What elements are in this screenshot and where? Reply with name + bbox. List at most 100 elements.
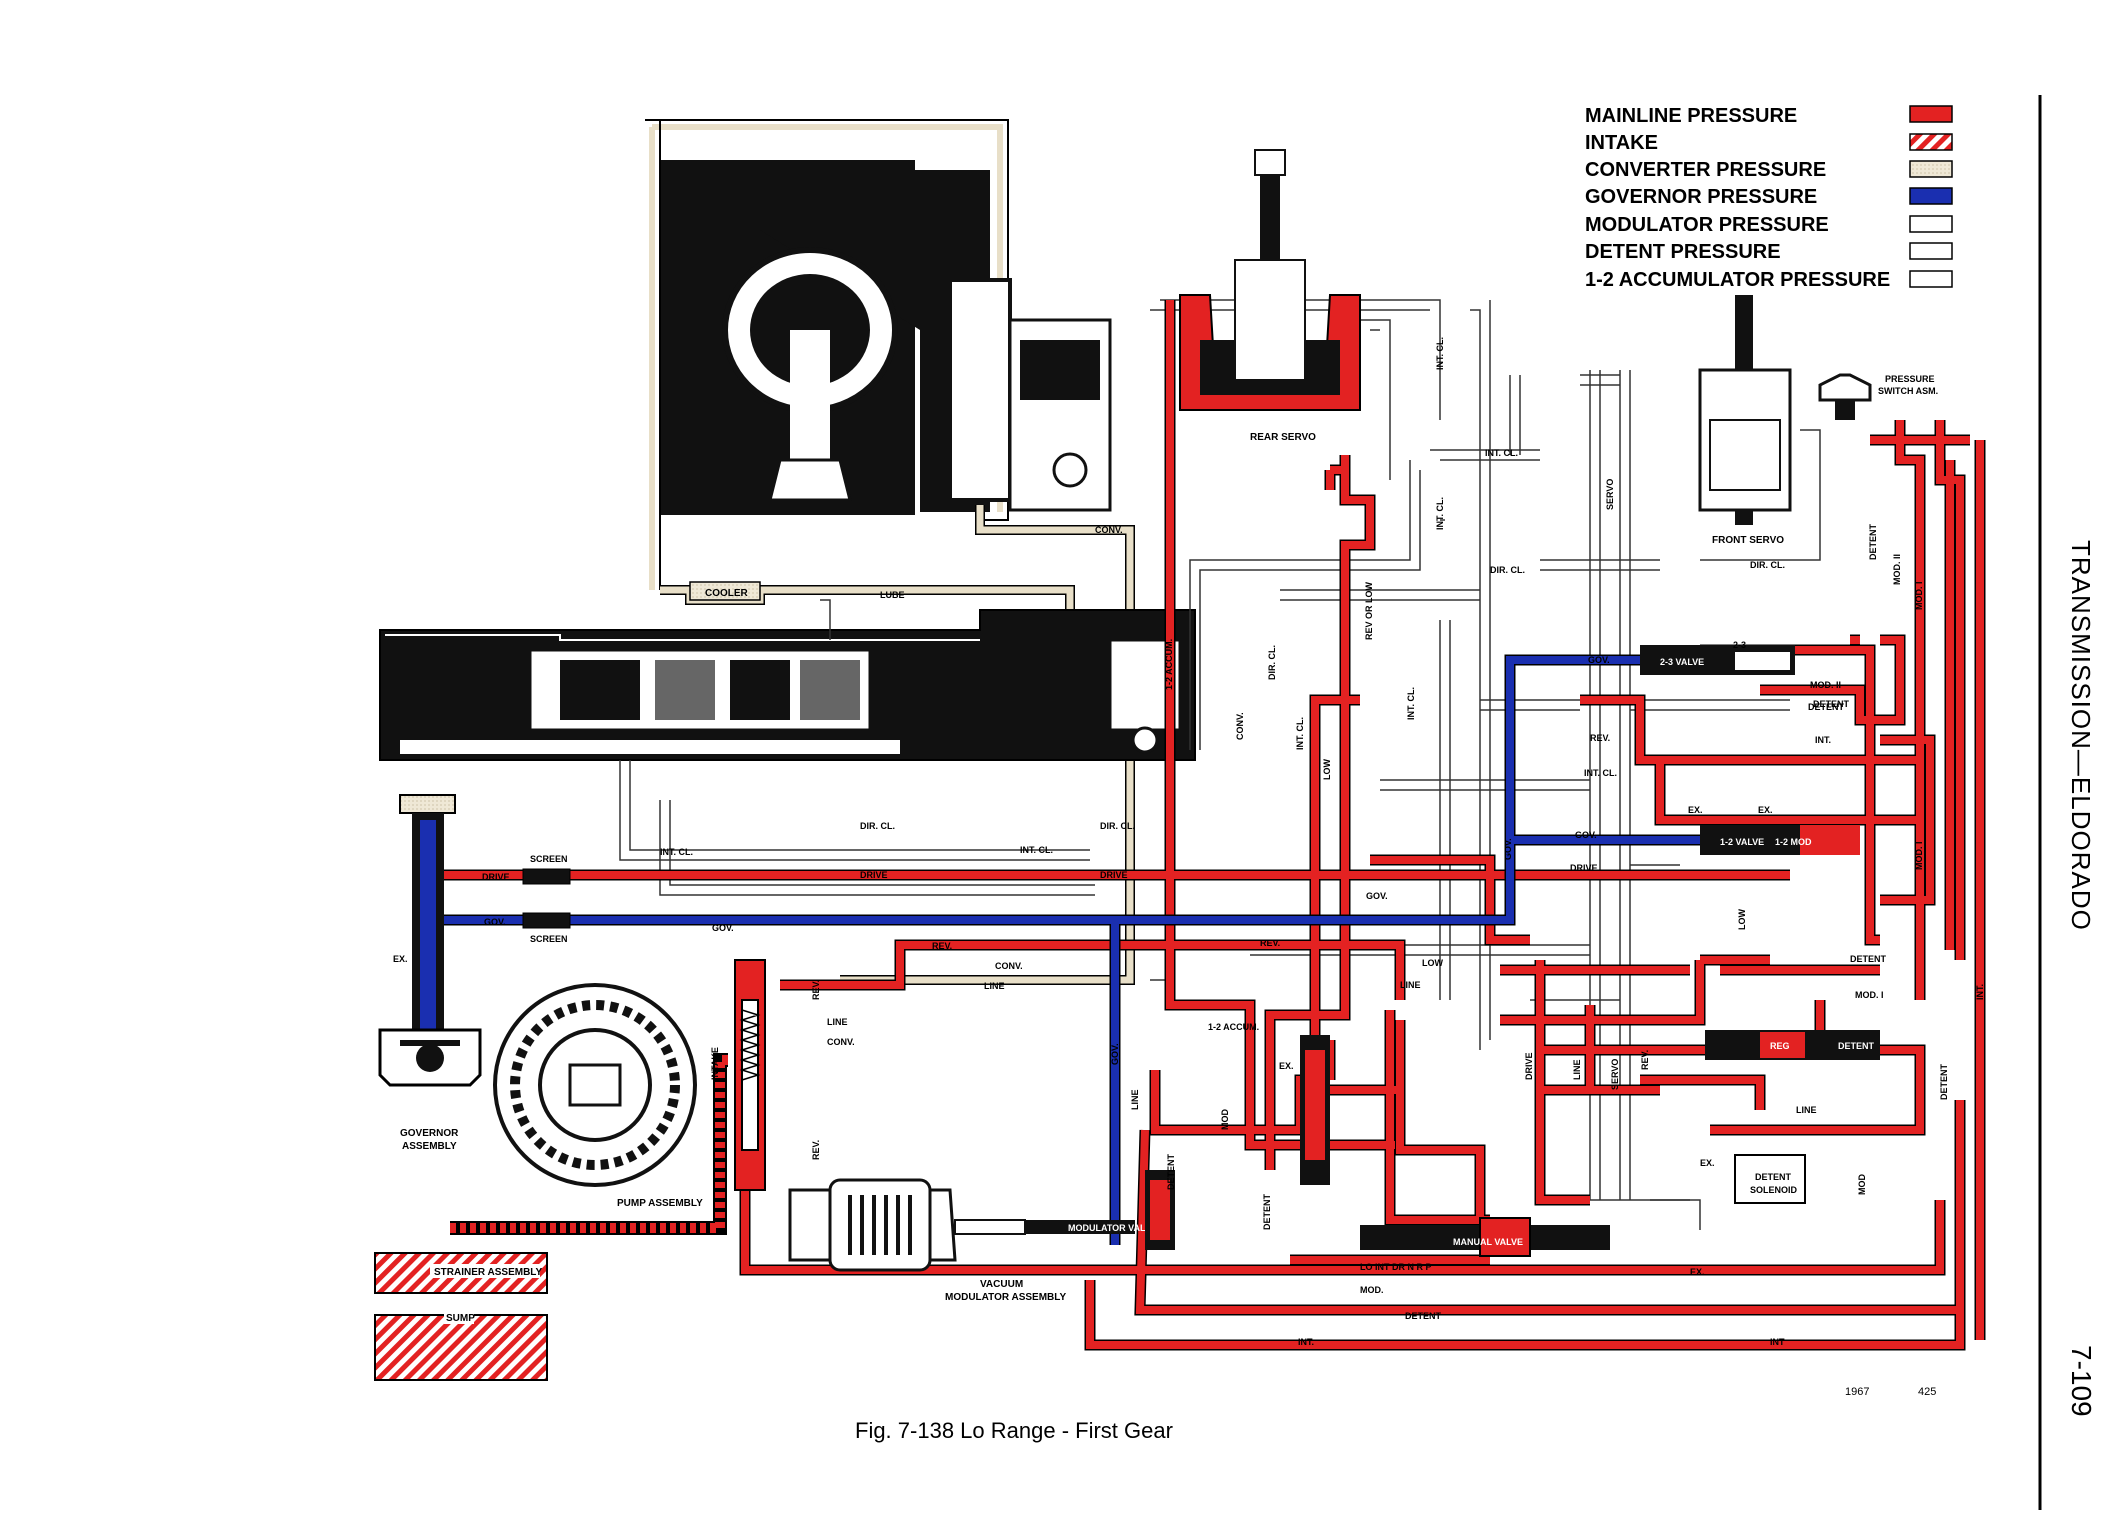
cooler-label: COOLER <box>705 588 749 599</box>
ex-label: EX. <box>393 954 408 964</box>
line-label: LINE <box>1572 1059 1582 1080</box>
screen-drive: SCREEN <box>522 854 571 885</box>
line-label: MOD. II <box>1810 680 1841 690</box>
sump: SUMP <box>374 1310 548 1381</box>
legend-swatch-white <box>1909 270 1953 288</box>
cooler-box <box>689 581 761 601</box>
manual-valve: MANUAL VALVE LO INT DR N R P <box>1360 1217 1610 1272</box>
line-label: MOD <box>1857 1174 1867 1195</box>
line-label: SERVO <box>1605 479 1615 510</box>
line-label: DETENT <box>1262 1193 1272 1230</box>
conv-label: CONV. <box>1095 525 1123 535</box>
legend: MAINLINE PRESSURE INTAKE CONVERTER PRESS… <box>1585 105 1953 291</box>
line-label: MOD. I <box>1855 990 1884 1000</box>
line-label: REV. <box>1640 1050 1650 1070</box>
line-label: DIR. CL. <box>860 821 895 831</box>
line-label: INT. CL. <box>1485 448 1518 458</box>
valve-12-label: 1-2 VALVE <box>1720 837 1764 847</box>
governor-label-1: GOVERNOR <box>400 1128 459 1139</box>
mainline-pressure-lines <box>460 300 1986 1351</box>
detent-regulator-valve: REG DETENT <box>1705 1030 1880 1060</box>
line-label: REV. <box>932 941 952 951</box>
line-label: EX. <box>1758 805 1773 815</box>
line-label: DETENT <box>1939 1063 1949 1100</box>
governor-pressure-lines <box>427 654 1700 1245</box>
pressure-switch-label-2: SWITCH ASM. <box>1878 386 1938 396</box>
legend-item-converter: CONVERTER PRESSURE <box>1585 159 1953 181</box>
line-label: DETENT <box>1813 699 1850 709</box>
line-label: DETENT <box>1405 1311 1442 1321</box>
modulator-valve-label: MODULATOR VALVE <box>1068 1223 1157 1233</box>
legend-swatch-hatched <box>1909 133 1953 151</box>
pressure-switch-assembly: PRESSURE SWITCH ASM. <box>1818 373 1938 420</box>
rear-servo-label: REAR SERVO <box>1250 432 1316 443</box>
line-label: INT. CL. <box>1295 717 1305 750</box>
detent-solenoid-label-2: SOLENOID <box>1750 1185 1798 1195</box>
line-label: INT. CL. <box>1435 497 1445 530</box>
reg-label: REG <box>1770 1041 1790 1051</box>
gearbox-section <box>379 609 1196 761</box>
lube-label: LUBE <box>880 590 905 600</box>
valve-23-mod-label: 2-3 <box>1733 640 1746 650</box>
line-label: SERVO <box>1610 1059 1620 1090</box>
line-label: INT <box>1770 1337 1785 1347</box>
legend-swatch-blue <box>1909 187 1953 205</box>
manual-valve-label: MANUAL VALVE <box>1453 1237 1523 1247</box>
line-label: DRIVE <box>1100 870 1128 880</box>
line-label: LOW <box>1737 909 1747 930</box>
line-label: LINE <box>1130 1089 1140 1110</box>
line-label: 1-2 ACCUM. <box>1164 639 1174 690</box>
accumulator-valve <box>1300 1035 1330 1185</box>
vacuum-modulator-assembly: MODULATOR VALVE VACUUM MODULATOR ASSEMBL… <box>788 1178 1157 1303</box>
line-label: DETENT <box>1166 1153 1176 1190</box>
pressure-regulator-valve: INTAKE REV. REV. <box>710 959 821 1191</box>
detent-valve-left <box>1145 1170 1175 1250</box>
line-label: DRIVE <box>1570 863 1598 873</box>
rev-label: REV. <box>811 1140 821 1160</box>
valve-12-mod-label: 1-2 MOD <box>1775 837 1812 847</box>
legend-label: MAINLINE PRESSURE <box>1585 105 1797 127</box>
footnote-number: 425 <box>1918 1386 1936 1398</box>
line-label: INT. CL. <box>1406 687 1416 720</box>
valve-23-label: 2-3 VALVE <box>1660 657 1704 667</box>
legend-item-intake: INTAKE <box>1585 132 1953 154</box>
line-label: LINE <box>1400 980 1421 990</box>
rev-label: REV. <box>811 980 821 1000</box>
governor-assembly: GOVERNOR ASSEMBLY EX. <box>378 794 482 1152</box>
line-label: 1-2 ACCUM. <box>1208 1022 1259 1032</box>
line-label: MOD. I <box>1914 582 1924 611</box>
line-label: INT. <box>1298 1337 1314 1347</box>
intake-label: INTAKE <box>710 1047 720 1080</box>
line-label: EX. <box>1690 1267 1705 1277</box>
detent-solenoid: DETENT SOLENOID <box>1734 1154 1806 1204</box>
manual-positions: LO INT DR N R P <box>1360 1262 1432 1272</box>
line-label: DETENT <box>1868 523 1878 560</box>
legend-swatch-red <box>1909 105 1953 123</box>
line-label: INT. CL. <box>1020 845 1053 855</box>
side-title: TRANSMISSION—ELDORADO <box>2066 540 2096 931</box>
screen-label: SCREEN <box>530 934 568 944</box>
line-label: MOD. <box>1360 1285 1384 1295</box>
line-label: DRIVE <box>482 872 510 882</box>
line-label: EX. <box>1688 805 1703 815</box>
footnote-year: 1967 <box>1845 1386 1869 1398</box>
line-label: GOV. <box>1503 838 1513 860</box>
front-servo-label: FRONT SERVO <box>1712 535 1784 546</box>
line-label-set: INT. CL. DIR. CL. DIR. CL. GOV. REV. INT… <box>482 337 1985 1347</box>
line-label: INT. CL. <box>660 847 693 857</box>
line-label: LINE <box>1796 1105 1817 1115</box>
line-label: GOV. <box>712 923 734 933</box>
legend-item-governor: GOVERNOR PRESSURE <box>1585 186 1953 208</box>
figure-caption: Fig. 7-138 Lo Range - First Gear <box>855 1418 1173 1443</box>
intake-lines <box>450 1053 728 1235</box>
strainer-assembly: STRAINER ASSEMBLY <box>374 1252 548 1294</box>
conv-label: CONV. <box>995 961 1023 971</box>
line-label: GOV. <box>1588 655 1610 665</box>
line-label: CONV. <box>1235 712 1245 740</box>
pump-label: PUMP ASSEMBLY <box>617 1198 703 1209</box>
line-label: REV. <box>1590 733 1610 743</box>
legend-label: CONVERTER PRESSURE <box>1585 159 1826 181</box>
detent-solenoid-label-1: DETENT <box>1755 1172 1792 1182</box>
screen-label: SCREEN <box>530 854 568 864</box>
